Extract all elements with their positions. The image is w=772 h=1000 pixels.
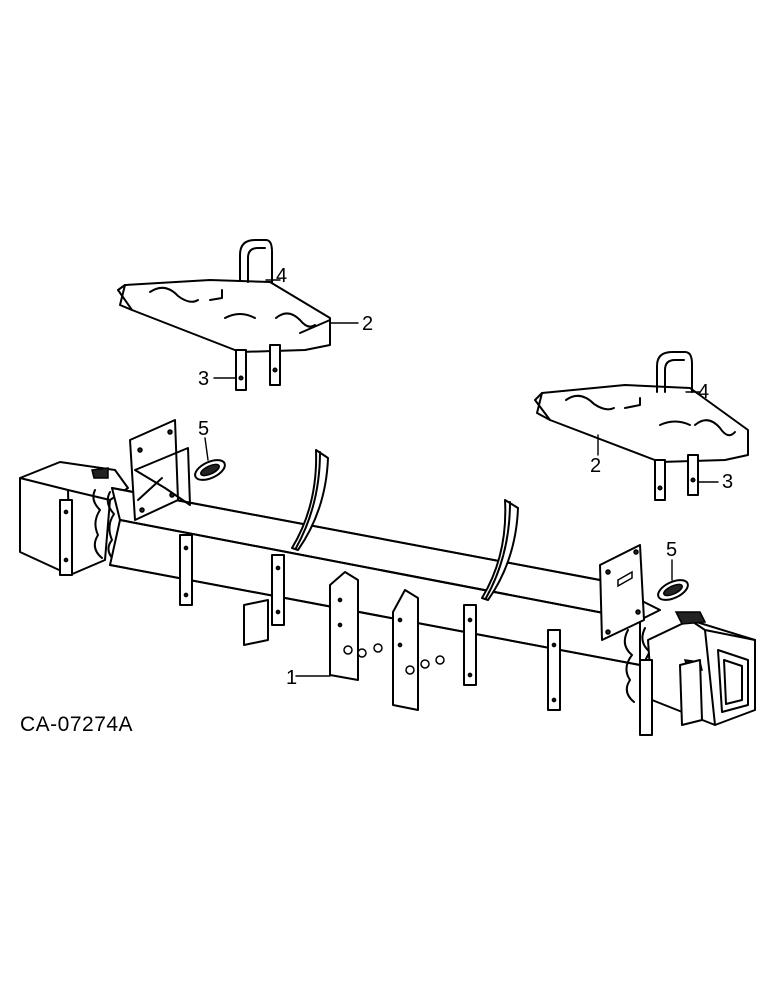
strap-right: [656, 351, 701, 393]
callout-main-bar: 1: [286, 667, 297, 689]
callout-cover-left: 2: [362, 313, 373, 335]
mount-plate-left: [129, 419, 191, 521]
callout-strap-left: 4: [276, 265, 287, 287]
callout-bracket-left: 3: [198, 368, 209, 390]
callout-plug-right: 5: [666, 539, 677, 561]
callout-plug-left: 5: [198, 418, 209, 440]
cover-right: [534, 384, 749, 463]
shank-plate-left: [329, 571, 383, 681]
main-bar: [19, 461, 756, 726]
plug-right: [657, 559, 689, 601]
callout-strap-right: 4: [698, 381, 709, 403]
cover-left: [117, 279, 359, 353]
shank-plate-right: [392, 589, 445, 711]
plug-left: [194, 437, 226, 481]
mount-plate-right: [599, 544, 645, 641]
bracket-right: [654, 454, 719, 501]
callout-bracket-right: 3: [722, 471, 733, 493]
strap-left: [239, 239, 281, 283]
bracket-left: [213, 344, 281, 391]
hanger-plates: [59, 499, 703, 736]
figure-id: CA-07274A: [20, 713, 133, 736]
shank-right: [481, 499, 519, 601]
shank-left: [291, 449, 329, 551]
callout-cover-right: 2: [590, 455, 601, 477]
